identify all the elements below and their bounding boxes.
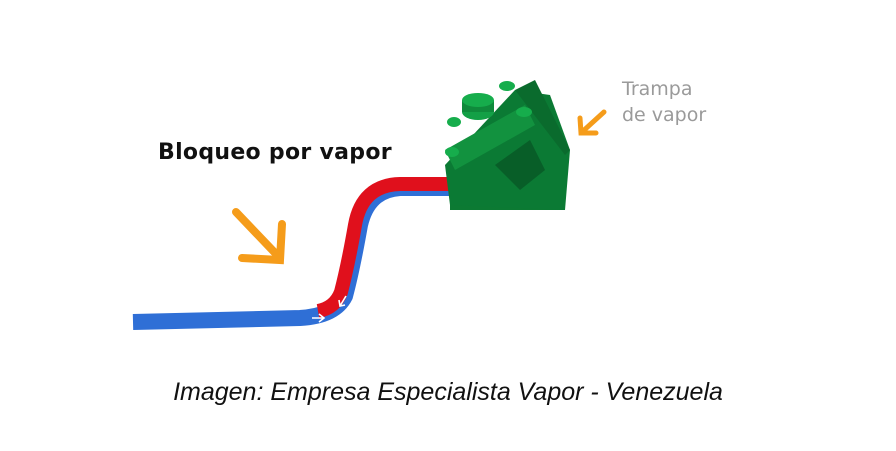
steam-trap-label-line2: de vapor [622, 104, 707, 126]
steam-trap-arrow-icon [577, 109, 607, 136]
pipe-steam [316, 177, 452, 318]
steam-trap-label: Trampa de vapor [622, 76, 706, 128]
flow-arrow-icon [312, 313, 326, 323]
vapor-lock-arrow-icon [232, 208, 286, 265]
steam-trap-label-line1: Trampa [622, 78, 693, 100]
pipe-condensate [132, 180, 452, 330]
image-caption: Imagen: Empresa Especialista Vapor - Ven… [173, 378, 723, 406]
flow-arrow-icon [338, 295, 347, 307]
vapor-lock-label: Bloqueo por vapor [158, 140, 392, 165]
steam-trap-icon [445, 80, 570, 210]
